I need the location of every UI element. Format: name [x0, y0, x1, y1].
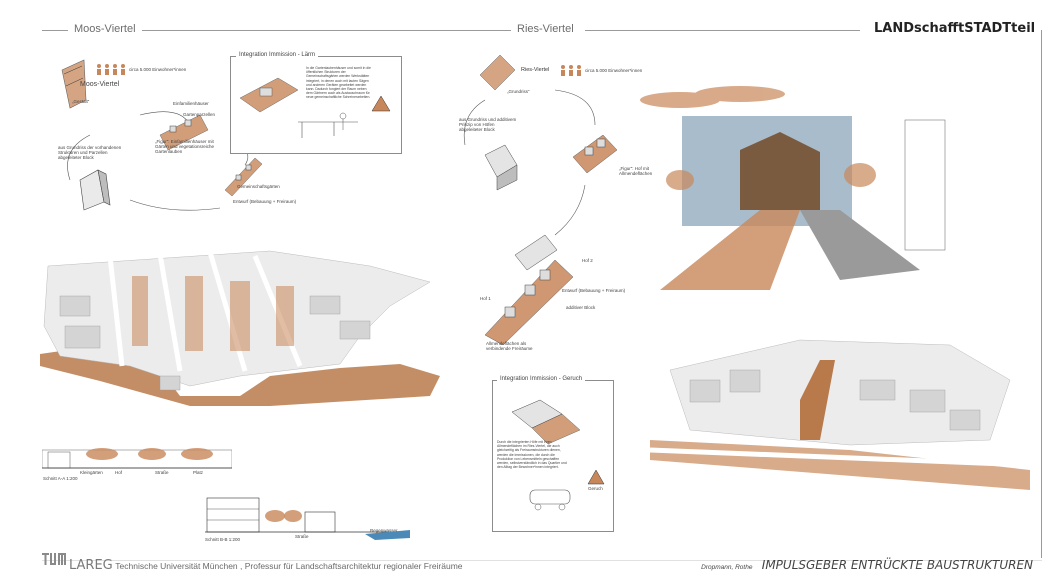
- moos-aerial-view: [40, 250, 440, 406]
- moos-viertel-label: Moos-Viertel: [80, 81, 120, 88]
- moos-block-sketch: [79, 169, 111, 211]
- ries-integration-sketch: [511, 399, 605, 511]
- noise-warning-icon: [371, 95, 391, 112]
- schnitt-b-label-2: Regenwasser: [370, 528, 398, 533]
- footer-project: Dropmann, Rothe IMPULSGEBER ENTRÜCKTE BA…: [701, 558, 1033, 572]
- moos-gartenparzellen: Gartenparzellen: [183, 112, 216, 117]
- moos-figur-sketch: [159, 114, 209, 151]
- moos-integration-sketch: [239, 77, 391, 138]
- moos-entwurf: Entwurf (Bebauung + Freiraum): [233, 199, 297, 204]
- ries-hof1: Hof 1: [480, 296, 491, 301]
- ries-diagram-svg: [463, 54, 618, 345]
- ries-entwurf-sketch: [484, 234, 574, 345]
- moos-block-text: aus Grundriss der vorhandenen Strukturen…: [58, 145, 122, 160]
- ries-block-sketch: [484, 144, 518, 191]
- ries-additiver-block: additiver Block: [566, 305, 596, 310]
- ries-plot-sketch: [479, 54, 516, 91]
- moos-einfamilienhaeuser: Einfamilienhäuser: [173, 101, 209, 106]
- geruch-icon: [587, 469, 605, 485]
- schnitt-a-label: Schnitt A-A 1:200: [43, 476, 78, 481]
- ries-viertel-label: Ries-Viertel: [521, 67, 550, 73]
- ries-figur-sketch: [572, 134, 618, 174]
- ries-integration-title: Integration Immission - Geruch: [497, 376, 586, 382]
- moos-figur-text: „Figur“: Einfamilienhäuser mit Gärten un…: [155, 139, 215, 154]
- schnitt-b-label: Schnitt B-B 1:200: [205, 537, 241, 542]
- ries-block-text: aus Grundriss und additivem Prinzip von …: [459, 117, 517, 132]
- footer-project-title: IMPULSGEBER ENTRÜCKTE BAUSTRUKTUREN: [761, 558, 1033, 572]
- moos-integration-title: Integration Immission - Lärm: [236, 52, 319, 58]
- schnitt-a-label-2: Hof: [115, 470, 123, 475]
- brand-title: LANDschafftSTADTteil: [868, 21, 1042, 36]
- schnitt-a-label-1: Kleingärten: [80, 470, 103, 475]
- ries-perspective-view: [640, 86, 946, 290]
- schnitt-b-label-1: Straße: [295, 534, 309, 539]
- ries-geruch-label: Geruch: [588, 486, 603, 491]
- population-icon: [97, 64, 125, 75]
- frame-top-line-left: [42, 30, 512, 31]
- frame-top-line-right: [585, 30, 860, 31]
- ries-allmende: Allmendeflächen als verbindende Freiräum…: [486, 341, 533, 351]
- ries-grundriss: „Grundriss“: [507, 89, 530, 94]
- moos-diagram-svg: [61, 59, 263, 211]
- schnitt-a-label-4: Platz: [193, 470, 204, 475]
- frame-bottom-line: [42, 560, 1042, 561]
- moos-entwurf-sketch: [224, 157, 263, 197]
- ries-aerial-view: [650, 339, 1030, 490]
- tum-logo-icon: [42, 553, 66, 565]
- moos-integration-text: In die Gartenlaubenhäuser und somit in d…: [306, 66, 371, 100]
- frame-right-line: [1041, 30, 1042, 558]
- section-title-moos: Moos-Viertel: [68, 23, 142, 35]
- footer-org-short: LAREG: [69, 558, 113, 573]
- footer-authors: Dropmann, Rothe: [701, 564, 753, 571]
- ries-population-icon: [561, 65, 581, 76]
- footer-org: LAREG Technische Universität München , P…: [69, 558, 463, 573]
- ries-figur-text: „Figur“: Hof mit Allmendeflächen: [619, 166, 653, 176]
- ries-integration-box: [492, 380, 614, 532]
- moos-schnitt-a: [42, 448, 232, 469]
- moos-gestalt: „Gestalt“: [72, 99, 90, 104]
- ries-entwurf: Entwurf (Bebauung + Freiraum): [562, 288, 626, 293]
- footer-org-long: Technische Universität München , Profess…: [115, 561, 463, 571]
- moos-schnitt-b: [205, 497, 410, 540]
- ries-hof2: Hof 2: [582, 258, 593, 263]
- schnitt-a-label-3: Straße: [155, 470, 169, 475]
- section-title-ries: Ries-Viertel: [511, 23, 580, 35]
- ries-population: circa 5.000 Einwohner*innen: [585, 68, 643, 73]
- moos-population: circa 5.000 Einwohner*innen: [129, 67, 187, 72]
- ries-integration-text: Durch die integrierten Höfe mit ihren Al…: [497, 440, 567, 470]
- moos-gemeinschaftsgaerten: Gemeinschaftsgärten: [237, 184, 280, 189]
